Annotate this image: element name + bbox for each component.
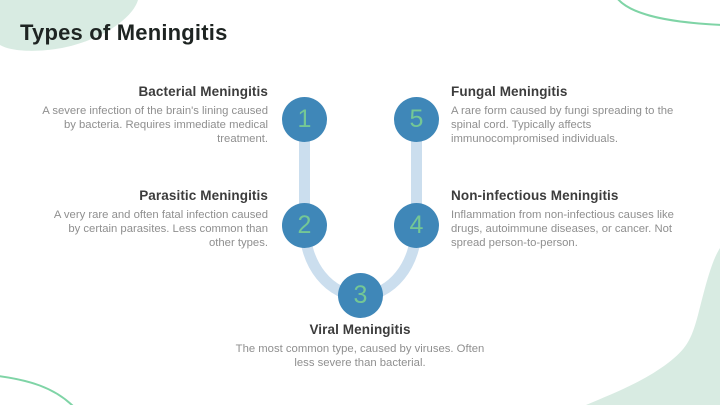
step-description-viral: The most common type, caused by viruses.… [235, 343, 485, 369]
step-title-bacterial: Bacterial Meningitis [138, 84, 268, 99]
corner-curve-top-right-shape [617, 0, 720, 26]
step-number-1: 1 [297, 105, 312, 133]
connector-path [299, 119, 422, 302]
step-description-bacterial: A severe infection of the brain's lining… [42, 105, 268, 145]
step-block-viral: Viral Meningitis The most common type, c… [225, 322, 495, 371]
step-description-non-infectious: Inflammation from non-infectious causes … [451, 209, 674, 249]
step-title-parasitic: Parasitic Meningitis [139, 188, 268, 203]
corner-curve-bottom-left-shape [0, 375, 74, 405]
step-circle-5: 5 [394, 97, 439, 142]
step-number-4: 4 [409, 211, 424, 239]
step-block-bacterial: Bacterial Meningitis A severe infection … [40, 84, 268, 146]
step-circle-1: 1 [282, 97, 327, 142]
step-description-parasitic: A very rare and often fatal infection ca… [53, 209, 268, 249]
step-circle-4: 4 [394, 203, 439, 248]
step-title-fungal: Fungal Meningitis [451, 84, 568, 99]
step-number-5: 5 [409, 105, 424, 133]
step-number-2: 2 [297, 211, 312, 239]
step-circle-3: 3 [338, 273, 383, 318]
corner-blob-bottom-right-shape [586, 248, 720, 405]
step-circle-2: 2 [282, 203, 327, 248]
step-block-parasitic: Parasitic Meningitis A very rare and oft… [40, 188, 268, 250]
step-title-viral: Viral Meningitis [309, 322, 411, 337]
step-block-fungal: Fungal Meningitis A rare form caused by … [451, 84, 693, 146]
step-description-fungal: A rare form caused by fungi spreading to… [451, 105, 674, 145]
step-block-non-infectious: Non-infectious Meningitis Inflammation f… [451, 188, 695, 250]
step-title-non-infectious: Non-infectious Meningitis [451, 188, 619, 203]
slide-title: Types of Meningitis [20, 20, 228, 45]
step-number-3: 3 [353, 281, 368, 309]
corner-blob-top-left-shape [0, 0, 138, 51]
